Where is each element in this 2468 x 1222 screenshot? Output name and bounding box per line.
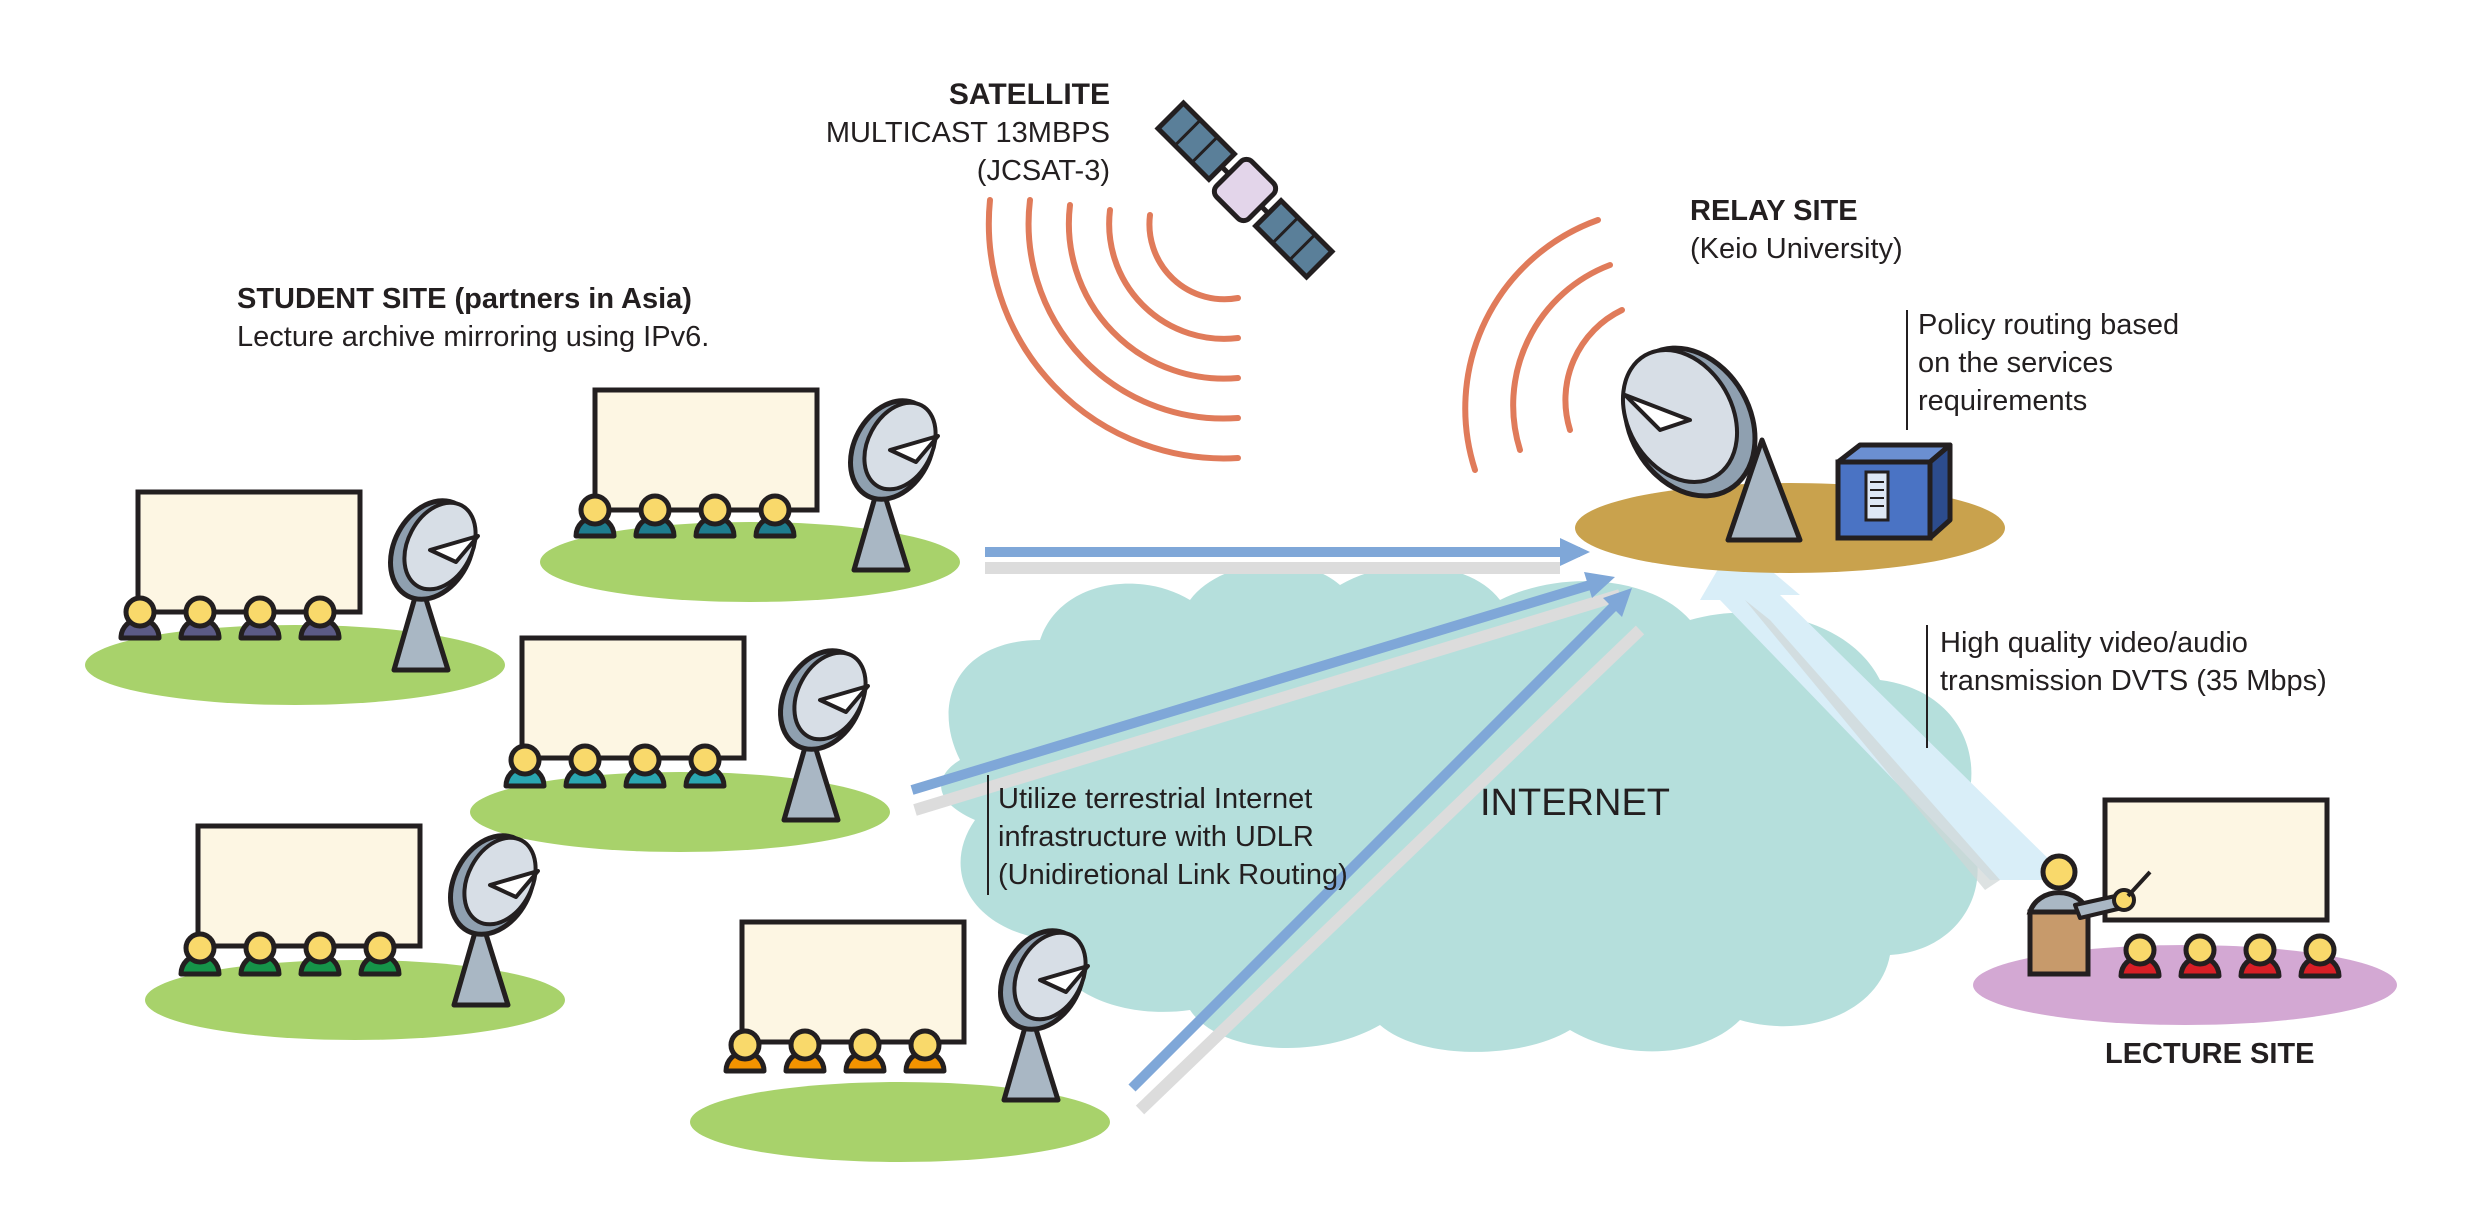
screen-icon	[742, 922, 964, 1042]
relay-site-subtitle: (Keio University)	[1690, 233, 1903, 265]
relay-site-title: RELAY SITE	[1690, 195, 1858, 227]
person-icon	[2181, 936, 2219, 976]
person-icon	[241, 598, 279, 638]
satellite-dish-icon	[984, 916, 1100, 1100]
person-icon	[906, 1031, 944, 1071]
student-site-2	[85, 486, 505, 705]
person-icon	[2241, 936, 2279, 976]
policy-routing-note: Policy routing based on the services req…	[1906, 309, 2179, 430]
lecture-site-label: LECTURE SITE	[2105, 1038, 2314, 1070]
person-icon	[846, 1031, 884, 1071]
uplink-arrows	[910, 538, 1645, 1115]
internet-label: INTERNET	[1480, 782, 1670, 824]
relay-site	[1575, 345, 2005, 573]
student-site-title: STUDENT SITE (partners in Asia)	[237, 283, 692, 315]
high-quality-line1: High quality video/audio	[1940, 627, 2248, 659]
person-icon	[576, 496, 614, 536]
person-icon	[181, 598, 219, 638]
person-icon	[756, 496, 794, 536]
udlr-line3: (Unidiretional Link Routing)	[998, 859, 1348, 891]
lecturer-icon	[2026, 853, 2152, 977]
person-icon	[626, 746, 664, 786]
server-icon	[1835, 442, 1953, 541]
student-site-5	[690, 916, 1110, 1162]
beam-shadow	[1745, 600, 2000, 890]
light-beam-arrow	[1700, 540, 2070, 880]
student-site-3	[470, 636, 890, 852]
policy-line2: on the services	[1918, 347, 2113, 379]
udlr-line2: infrastructure with UDLR	[998, 821, 1314, 853]
satellite-label: SATELLITE MULTICAST 13MBPS (JCSAT-3)	[826, 78, 1110, 187]
student-site-1	[540, 386, 960, 602]
person-icon	[786, 1031, 824, 1071]
satellite-line1: MULTICAST 13MBPS	[826, 117, 1110, 149]
satellite-icon	[1154, 99, 1336, 281]
screen-icon	[138, 492, 360, 612]
udlr-line1: Utilize terrestrial Internet	[998, 783, 1312, 815]
student-site-4	[145, 821, 565, 1040]
person-icon	[636, 496, 674, 536]
student-site-subtitle: Lecture archive mirroring using IPv6.	[237, 321, 709, 353]
satellite-line2: (JCSAT-3)	[977, 155, 1110, 187]
policy-line1: Policy routing based	[1918, 309, 2179, 341]
person-icon	[301, 598, 339, 638]
screen-icon	[198, 826, 420, 946]
high-quality-line2: transmission DVTS (35 Mbps)	[1940, 665, 2327, 697]
person-icon	[726, 1031, 764, 1071]
screen-icon	[595, 390, 817, 510]
relay-site-label: RELAY SITE (Keio University)	[1690, 195, 1903, 265]
radio-waves-icon	[985, 197, 1241, 462]
person-icon	[2301, 936, 2339, 976]
person-icon	[121, 598, 159, 638]
person-icon	[566, 746, 604, 786]
policy-line3: requirements	[1918, 385, 2087, 417]
person-icon	[361, 934, 399, 974]
person-icon	[181, 934, 219, 974]
person-icon	[241, 934, 279, 974]
person-icon	[301, 934, 339, 974]
person-icon	[506, 746, 544, 786]
person-icon	[696, 496, 734, 536]
lecture-site: LECTURE SITE	[1973, 797, 2397, 1070]
student-site-label: STUDENT SITE (partners in Asia) Lecture …	[237, 283, 709, 353]
satellite-title: SATELLITE	[949, 78, 1110, 111]
person-icon	[686, 746, 724, 786]
relay-dish	[1620, 345, 1803, 543]
relay-radio-waves	[1462, 217, 1625, 473]
screen-icon	[522, 638, 744, 758]
high-quality-note: High quality video/audio transmission DV…	[1926, 625, 2327, 748]
person-icon	[2121, 936, 2159, 976]
udlr-note: Utilize terrestrial Internet infrastruct…	[987, 775, 1348, 895]
